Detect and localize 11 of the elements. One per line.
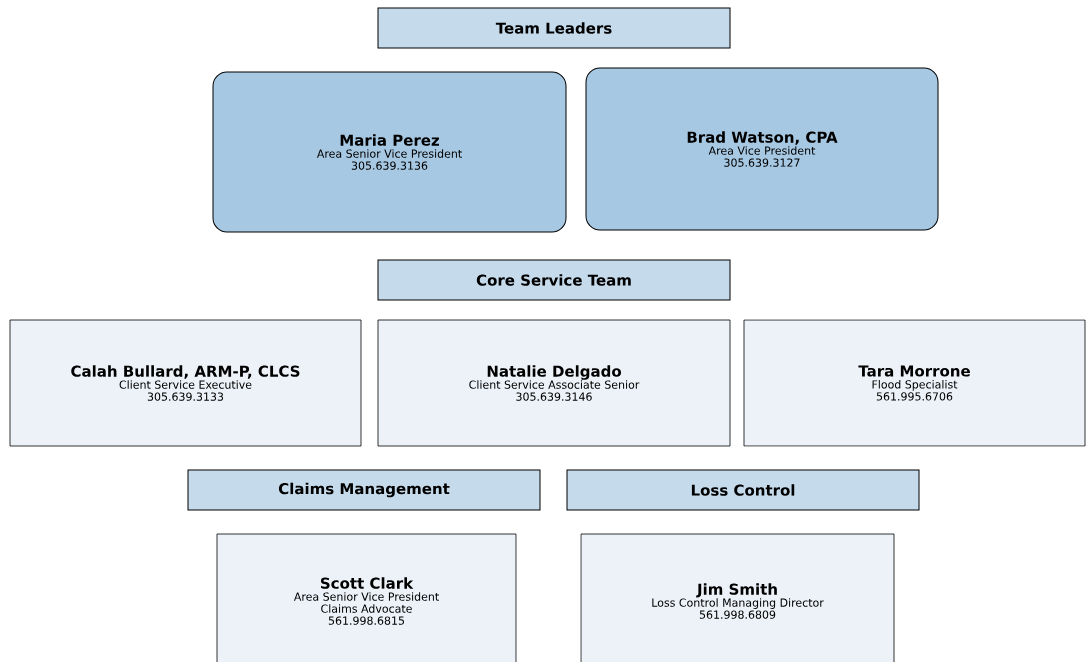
person-card: Brad Watson, CPA Area Vice President 305.639.3127	[585, 67, 939, 231]
section-header: Loss Control	[566, 469, 920, 511]
person-card: Calah Bullard, ARM-P, CLCS Client Service Executive 305.639.3133	[9, 319, 362, 447]
section-header: Core Service Team	[377, 259, 731, 301]
person-card: Jim Smith Loss Control Managing Director 561.998.6809	[580, 533, 895, 662]
section-header: Team Leaders	[377, 7, 731, 49]
person-card: Scott Clark Area Senior Vice President Claims Advocate 561.998.6815	[216, 533, 517, 662]
section-header: Claims Management	[187, 469, 541, 511]
person-card: Tara Morrone Flood Specialist 561.995.6706	[743, 319, 1086, 447]
person-card: Maria Perez Area Senior Vice President 305.639.3136	[212, 71, 567, 233]
person-card: Natalie Delgado Client Service Associate Senior 305.639.3146	[377, 319, 731, 447]
